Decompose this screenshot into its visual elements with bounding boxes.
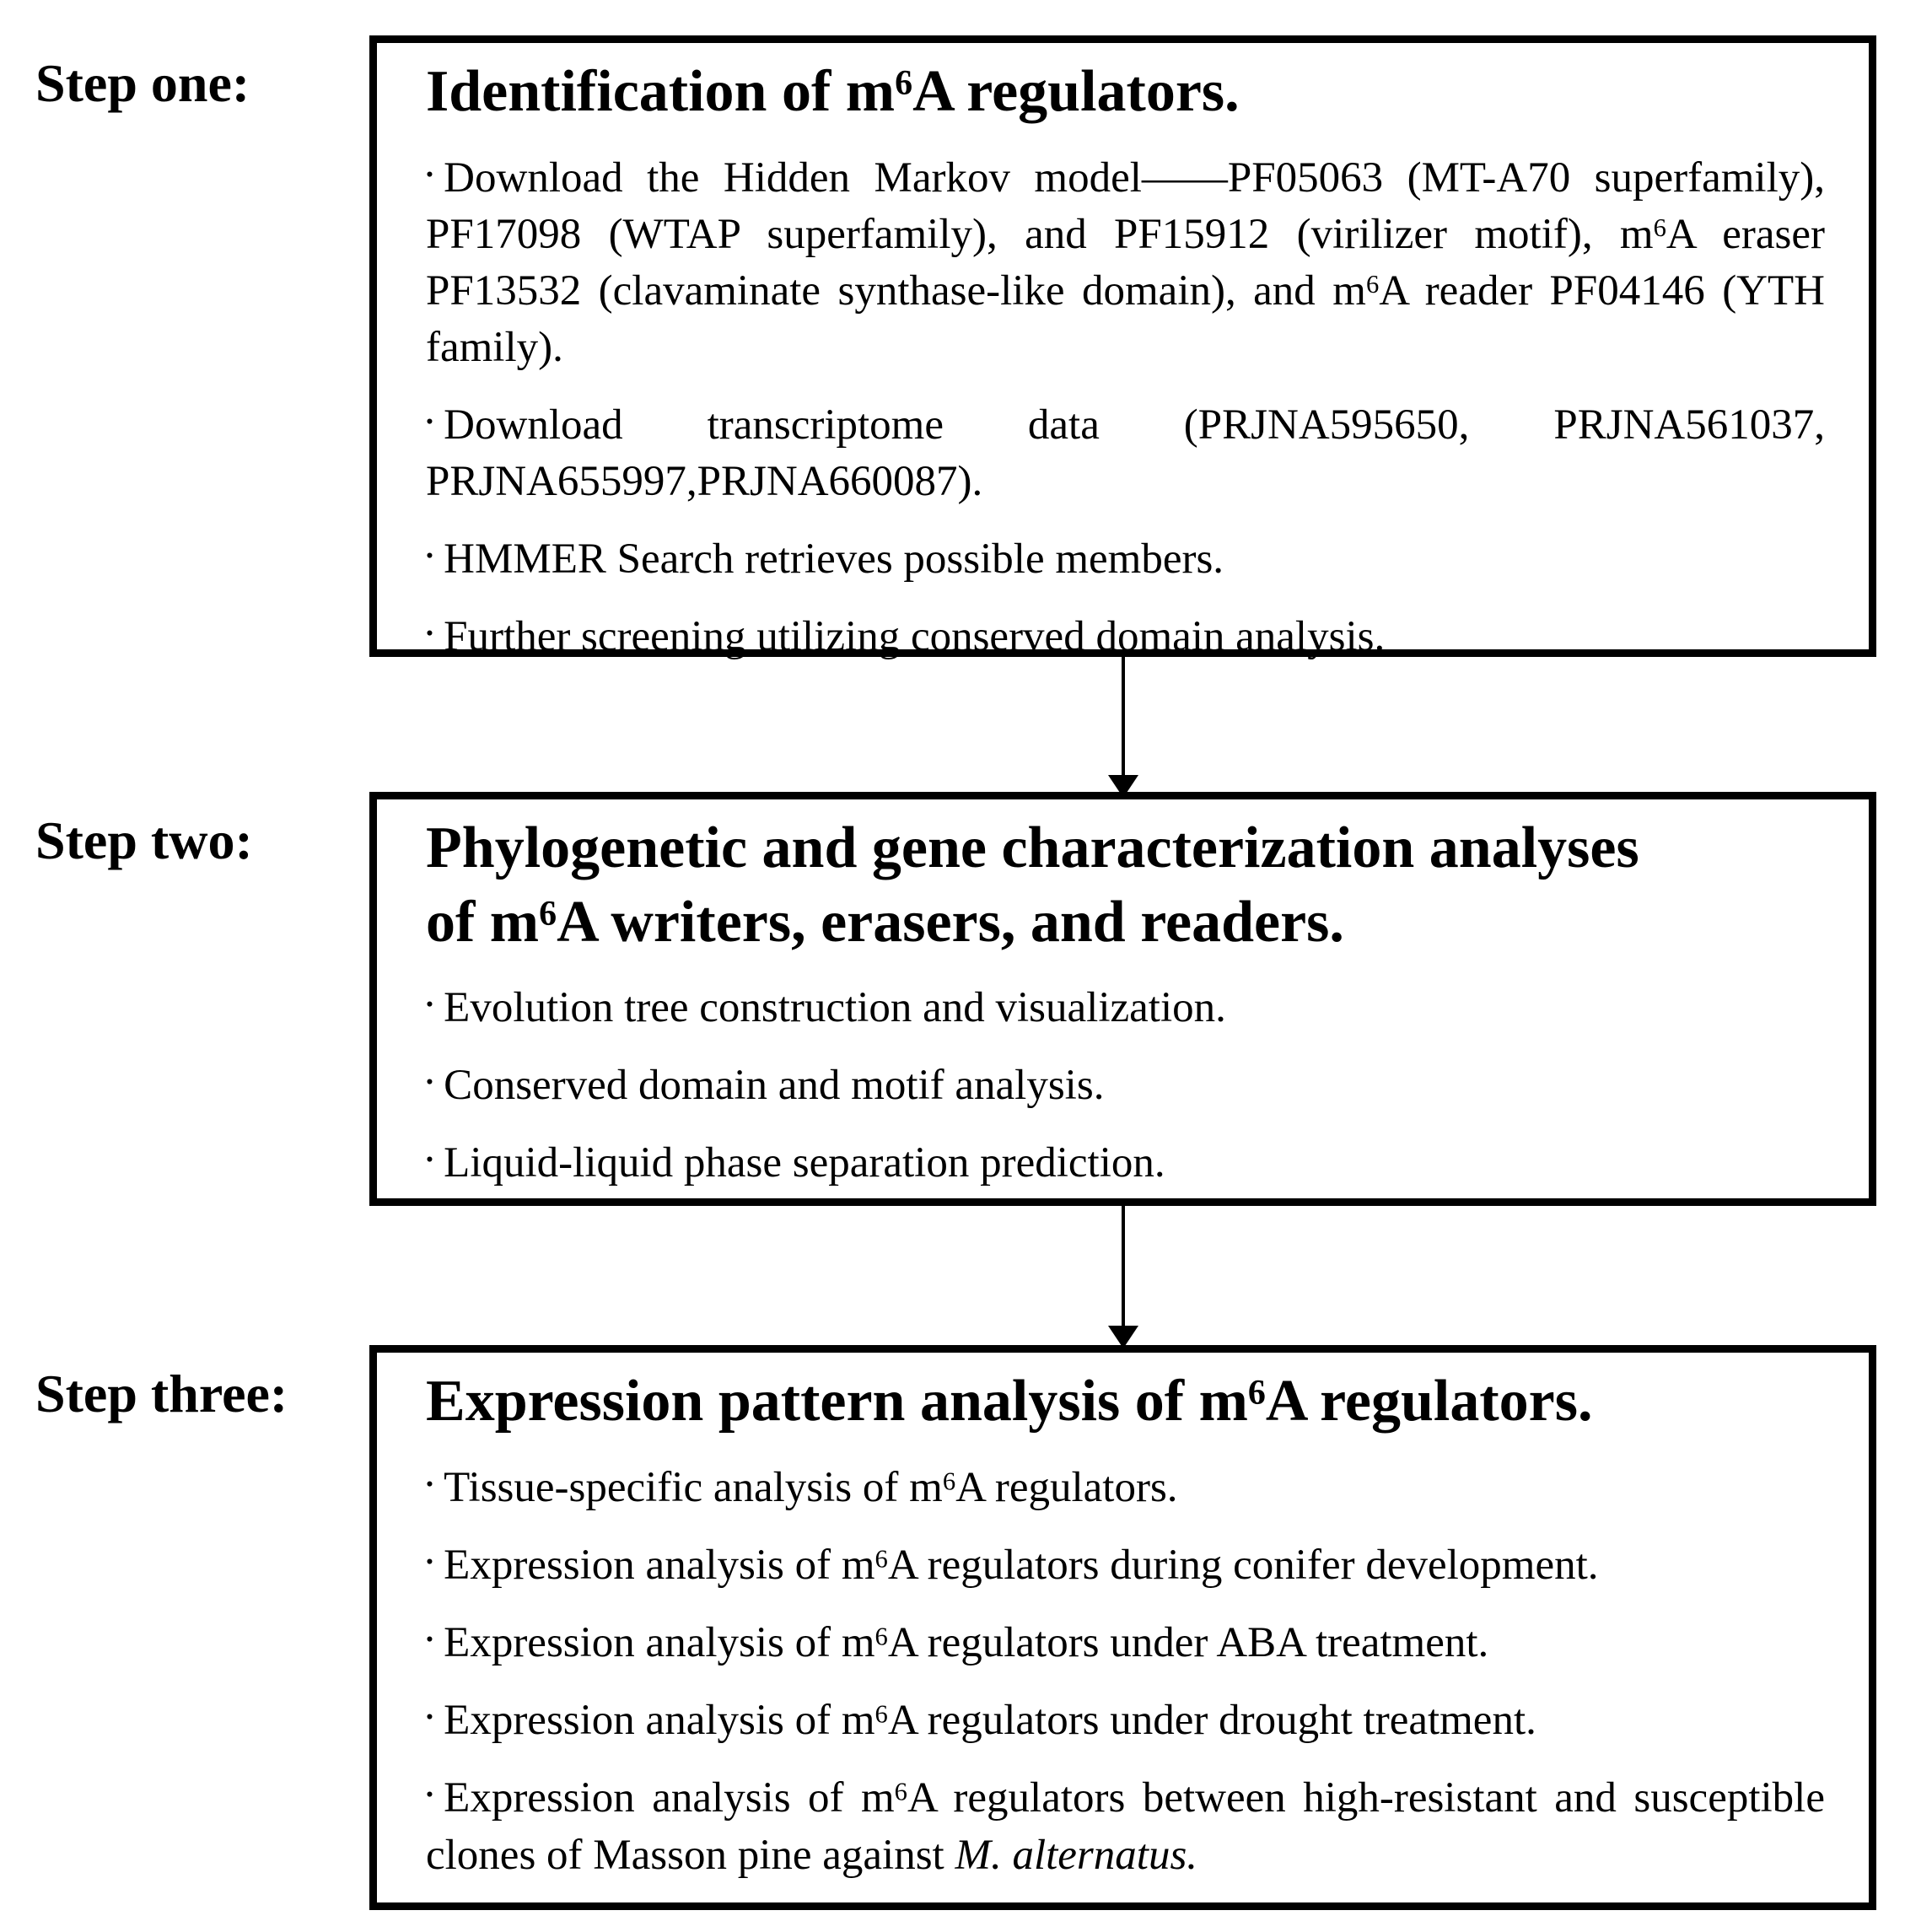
- step-one-label: Step one:: [35, 53, 250, 113]
- text-run: A regulators under ABA treatment.: [887, 1619, 1489, 1667]
- arrowhead-icon: [1108, 1326, 1138, 1348]
- arrowhead-icon: [1108, 775, 1138, 798]
- text-run: A regulators.: [1265, 1369, 1593, 1434]
- text-run: Expression analysis of m: [444, 1541, 875, 1589]
- superscript-text: 6: [1365, 269, 1380, 299]
- box-title-line: Identification of m6A regulators.: [426, 55, 1825, 129]
- text-run: A eraser PF13532 (clavaminate synthase-l…: [426, 210, 1825, 315]
- text-run: Download the Hidden Markov model——PF0506…: [426, 153, 1825, 258]
- bullet-item: • Liquid-liquid phase separation predicti…: [426, 1131, 1825, 1192]
- bullet-item: • Expression analysis of m6A regulators u…: [426, 1611, 1825, 1671]
- text-run: A regulators between high-resistant and …: [426, 1774, 1825, 1879]
- italic-text: M. alternatus.: [955, 1831, 1198, 1879]
- bullet-icon: •: [426, 1782, 433, 1807]
- text-run: HMMER Search retrieves possible members.: [444, 535, 1224, 584]
- text-run: Expression analysis of m: [444, 1619, 875, 1667]
- step-one-box: Identification of m6A regulators.•Downlo…: [369, 35, 1876, 660]
- step-three-box: Expression pattern analysis of m6A regul…: [369, 1345, 1876, 1910]
- text-run: Expression pattern analysis of m: [426, 1369, 1248, 1434]
- text-run: A regulators during conifer development.: [887, 1541, 1599, 1589]
- bullet-icon: •: [426, 408, 433, 433]
- text-run: Evolution tree construction and visualiz…: [444, 984, 1226, 1032]
- text-run: A regulators.: [912, 59, 1240, 124]
- bullet-item: • Conserved domain and motif analysis.: [426, 1053, 1825, 1114]
- bullet-icon: •: [426, 1069, 433, 1095]
- down-arrow-icon: [1108, 657, 1138, 798]
- bullet-icon: •: [426, 1704, 433, 1730]
- text-run: of m: [426, 889, 540, 955]
- bullet-icon: •: [426, 992, 433, 1016]
- bullet-item: • Evolution tree construction and visuali…: [426, 976, 1825, 1036]
- box-title-line: Expression pattern analysis of m6A regul…: [426, 1364, 1825, 1439]
- step-two-box: Phylogenetic and gene characterization a…: [369, 792, 1876, 1206]
- bullet-item: •Download the Hidden Markov model——PF050…: [426, 146, 1825, 376]
- text-run: Tissue-specific analysis of m: [444, 1463, 943, 1511]
- bullet-icon: •: [426, 161, 433, 186]
- text-run: Phylogenetic and gene characterization a…: [426, 815, 1639, 880]
- superscript-text: 6: [1653, 213, 1666, 242]
- text-run: A writers, erasers, and readers.: [557, 889, 1344, 955]
- superscript-text: 6: [942, 1466, 956, 1495]
- box-title: Identification of m6A regulators.: [426, 55, 1825, 129]
- bullet-item: • Further screening utilizing conserved d…: [426, 605, 1825, 665]
- text-run: Expression analysis of m: [444, 1774, 895, 1822]
- bullet-icon: •: [426, 542, 433, 568]
- text-run: A regulators under drought treatment.: [887, 1697, 1536, 1745]
- step-three-label: Step three:: [35, 1364, 288, 1423]
- text-run: A regulators.: [955, 1463, 1178, 1511]
- bullet-item: • Expression analysis of m6A regulators b…: [426, 1766, 1825, 1883]
- bullet-icon: •: [426, 1626, 433, 1651]
- bullet-item: • HMMER Search retrieves possible members…: [426, 527, 1825, 588]
- text-run: Conserved domain and motif analysis.: [444, 1062, 1105, 1110]
- text-run: A reader PF04146 (YTH family).: [426, 266, 1825, 371]
- step-two-label: Step two:: [35, 810, 253, 870]
- superscript-text: 6: [894, 1777, 907, 1806]
- bullet-item: •Download transcriptome data (PRJNA59565…: [426, 393, 1825, 510]
- superscript-text: 6: [874, 1699, 888, 1729]
- box-title-line: Phylogenetic and gene characterization a…: [426, 811, 1825, 885]
- bullet-icon: •: [426, 1548, 433, 1574]
- box-title-line: of m6A writers, erasers, and readers.: [426, 885, 1825, 960]
- superscript-text: 6: [874, 1544, 888, 1574]
- superscript-text: 6: [539, 894, 557, 934]
- bullet-icon: •: [426, 1147, 433, 1172]
- bullet-item: • Expression analysis of m6A regulators u…: [426, 1688, 1825, 1749]
- bullet-icon: •: [426, 621, 433, 646]
- text-run: Further screening utilizing conserved do…: [444, 613, 1386, 661]
- superscript-text: 6: [1247, 1374, 1266, 1413]
- superscript-text: 6: [874, 1622, 888, 1651]
- down-arrow-icon: [1108, 1206, 1138, 1348]
- text-run: Identification of m: [426, 59, 896, 124]
- bullet-item: • Tissue-specific analysis of m6A regulat…: [426, 1456, 1825, 1516]
- box-title: Expression pattern analysis of m6A regul…: [426, 1364, 1825, 1439]
- bullet-item: • Expression analysis of m6A regulators d…: [426, 1533, 1825, 1594]
- text-run: Expression analysis of m: [444, 1697, 875, 1745]
- text-run: Liquid-liquid phase separation predictio…: [444, 1139, 1165, 1187]
- superscript-text: 6: [895, 64, 913, 104]
- box-title: Phylogenetic and gene characterization a…: [426, 811, 1825, 959]
- text-run: Download transcriptome data (PRJNA595650…: [426, 401, 1825, 505]
- bullet-icon: •: [426, 1471, 433, 1496]
